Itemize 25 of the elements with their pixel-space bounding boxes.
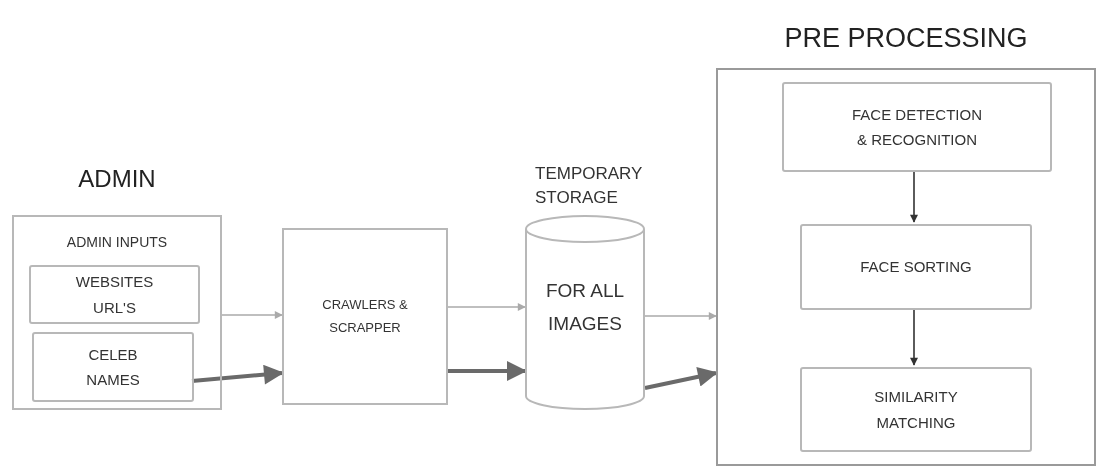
storage-label: FOR ALL IMAGES xyxy=(544,279,626,336)
box-label: FACE SORTING xyxy=(859,257,973,278)
arrow xyxy=(644,312,717,320)
box-label: CRAWLERS & SCRAPPER xyxy=(321,296,409,337)
arrow xyxy=(447,303,526,311)
arrow xyxy=(221,311,283,319)
box-label: FACE DETECTION & RECOGNITION xyxy=(851,104,983,150)
group-label: ADMIN INPUTS xyxy=(65,233,169,252)
process-box xyxy=(29,265,200,324)
process-box xyxy=(32,332,194,402)
group-heading: PRE PROCESSING xyxy=(783,23,1029,54)
process-box xyxy=(800,224,1032,310)
arrow xyxy=(644,366,718,390)
arrow xyxy=(910,307,918,366)
arrow xyxy=(448,361,527,381)
arrow xyxy=(191,364,284,385)
box-label: CELEB NAMES xyxy=(85,344,141,390)
box-label: SIMILARITY MATCHING xyxy=(873,387,959,433)
group-heading: ADMIN xyxy=(77,165,157,193)
process-box xyxy=(800,367,1032,452)
box-label: WEBSITES URL'S xyxy=(74,272,155,318)
arrow xyxy=(910,169,918,223)
process-box xyxy=(282,228,448,405)
process-box xyxy=(782,82,1052,172)
storage-heading: TEMPORARY STORAGE xyxy=(535,162,644,210)
